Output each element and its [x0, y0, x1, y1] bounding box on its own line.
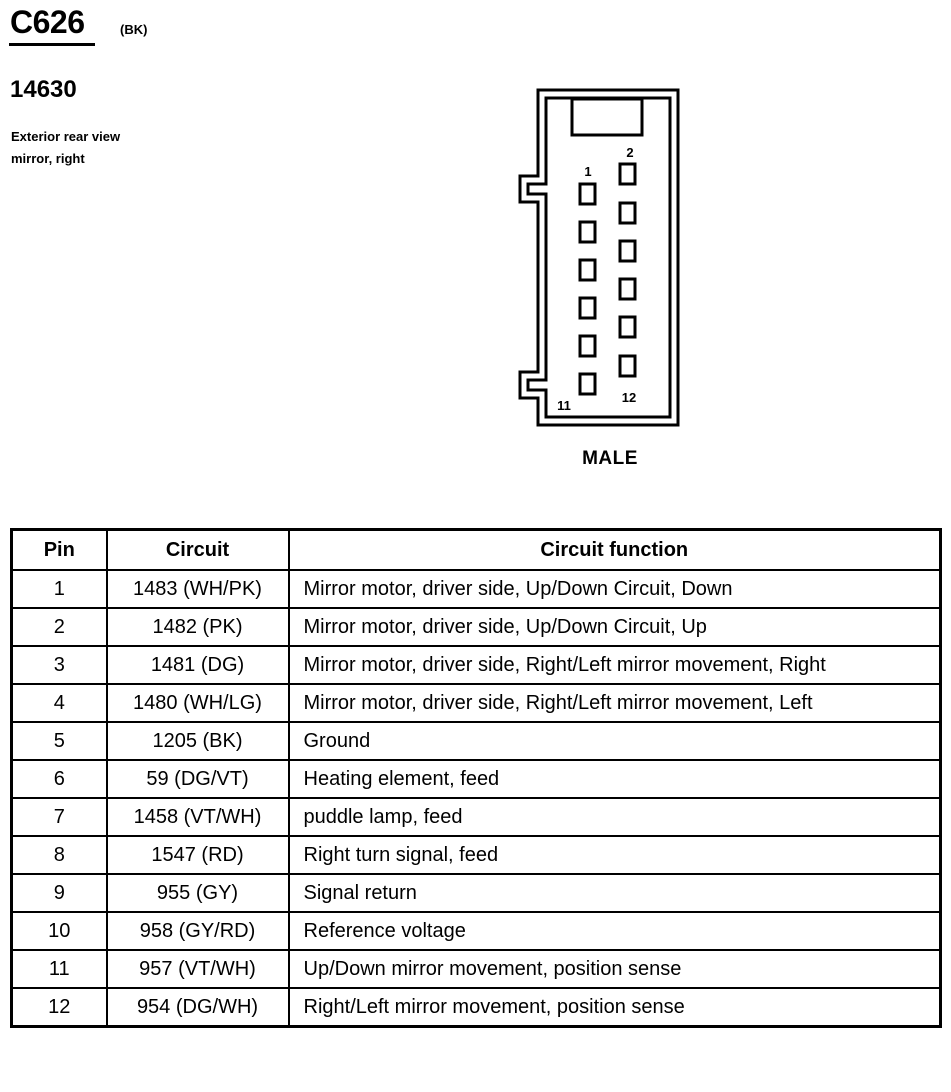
function-cell: Mirror motor, driver side, Up/Down Circu…	[287, 569, 942, 609]
table-row: 9 955 (GY) Signal return	[10, 873, 942, 913]
pin-cell: 9	[10, 873, 108, 913]
circuit-cell: 954 (DG/WH)	[105, 987, 290, 1028]
table-header-row: Pin Circuit Circuit function	[10, 528, 942, 571]
description-line-1: Exterior rear view	[11, 129, 121, 144]
circuit-cell: 1547 (RD)	[105, 835, 290, 875]
pin-4-terminal	[618, 201, 637, 225]
pin-5-terminal	[578, 258, 597, 282]
table-row: 2 1482 (PK) Mirror motor, driver side, U…	[10, 607, 942, 647]
connector-id: C626	[10, 4, 85, 40]
pin-12-terminal	[618, 354, 637, 378]
table-row: 11 957 (VT/WH) Up/Down mirror movement, …	[10, 949, 942, 989]
circuit-cell: 1482 (PK)	[105, 607, 290, 647]
table-row: 10 958 (GY/RD) Reference voltage	[10, 911, 942, 951]
part-number: 14630	[10, 76, 77, 103]
table-row: 12 954 (DG/WH) Right/Left mirror movemen…	[10, 987, 942, 1028]
function-cell: Right turn signal, feed	[287, 835, 942, 875]
pin-label-2: 2	[626, 145, 633, 160]
column-header-pin: Pin	[10, 528, 108, 571]
pinout-table: Pin Circuit Circuit function 1 1483 (WH/…	[10, 528, 942, 1028]
pin-1-terminal	[578, 182, 597, 206]
pin-cell: 10	[10, 911, 108, 951]
function-cell: Reference voltage	[287, 911, 942, 951]
pin-cell: 11	[10, 949, 108, 989]
component-description: Exterior rear view mirror, right	[11, 126, 211, 170]
pin-8-terminal	[618, 277, 637, 301]
table-row: 7 1458 (VT/WH) puddle lamp, feed	[10, 797, 942, 837]
connector-housing-outer	[518, 88, 680, 427]
function-cell: Mirror motor, driver side, Up/Down Circu…	[287, 607, 942, 647]
table-row: 6 59 (DG/VT) Heating element, feed	[10, 759, 942, 799]
circuit-cell: 1480 (WH/LG)	[105, 683, 290, 723]
function-cell: Signal return	[287, 873, 942, 913]
table-row: 1 1483 (WH/PK) Mirror motor, driver side…	[10, 569, 942, 609]
pin-label-11: 11	[557, 398, 571, 413]
pin-cell: 5	[10, 721, 108, 761]
pin-label-12: 12	[622, 390, 636, 405]
pin-2-terminal	[618, 162, 637, 186]
pin-cell: 12	[10, 987, 108, 1028]
function-cell: Heating element, feed	[287, 759, 942, 799]
function-cell: Ground	[287, 721, 942, 761]
pin-cell: 3	[10, 645, 108, 685]
circuit-cell: 1483 (WH/PK)	[105, 569, 290, 609]
circuit-cell: 958 (GY/RD)	[105, 911, 290, 951]
table-row: 4 1480 (WH/LG) Mirror motor, driver side…	[10, 683, 942, 723]
function-cell: Mirror motor, driver side, Right/Left mi…	[287, 683, 942, 723]
table-row: 5 1205 (BK) Ground	[10, 721, 942, 761]
connector-color: (BK)	[120, 22, 148, 37]
pin-3-terminal	[578, 220, 597, 244]
table-row: 3 1481 (DG) Mirror motor, driver side, R…	[10, 645, 942, 685]
description-line-2: mirror, right	[11, 151, 85, 166]
pin-7-terminal	[578, 296, 597, 320]
column-header-function: Circuit function	[287, 528, 942, 571]
pin-cell: 7	[10, 797, 108, 837]
circuit-cell: 59 (DG/VT)	[105, 759, 290, 799]
pin-cell: 2	[10, 607, 108, 647]
pin-cell: 4	[10, 683, 108, 723]
connector-gender: MALE	[582, 448, 638, 469]
pin-cell: 8	[10, 835, 108, 875]
table-row: 8 1547 (RD) Right turn signal, feed	[10, 835, 942, 875]
pin-6-terminal	[618, 239, 637, 263]
circuit-cell: 957 (VT/WH)	[105, 949, 290, 989]
function-cell: puddle lamp, feed	[287, 797, 942, 837]
circuit-cell: 1481 (DG)	[105, 645, 290, 685]
connector-key-slot	[570, 97, 644, 137]
pin-cell: 1	[10, 569, 108, 609]
circuit-cell: 955 (GY)	[105, 873, 290, 913]
function-cell: Right/Left mirror movement, position sen…	[287, 987, 942, 1028]
pin-label-1: 1	[584, 164, 591, 179]
pin-11-terminal	[578, 372, 597, 396]
connector-face-diagram: 1 2 11 12	[518, 88, 680, 427]
function-cell: Mirror motor, driver side, Right/Left mi…	[287, 645, 942, 685]
pin-10-terminal	[618, 315, 637, 339]
pin-column-odd	[578, 182, 597, 396]
pin-column-even	[618, 162, 637, 378]
pin-cell: 6	[10, 759, 108, 799]
circuit-cell: 1205 (BK)	[105, 721, 290, 761]
function-cell: Up/Down mirror movement, position sense	[287, 949, 942, 989]
connector-id-underline	[9, 43, 95, 46]
pin-9-terminal	[578, 334, 597, 358]
connector-housing-inner	[526, 96, 672, 419]
circuit-cell: 1458 (VT/WH)	[105, 797, 290, 837]
column-header-circuit: Circuit	[105, 528, 290, 571]
